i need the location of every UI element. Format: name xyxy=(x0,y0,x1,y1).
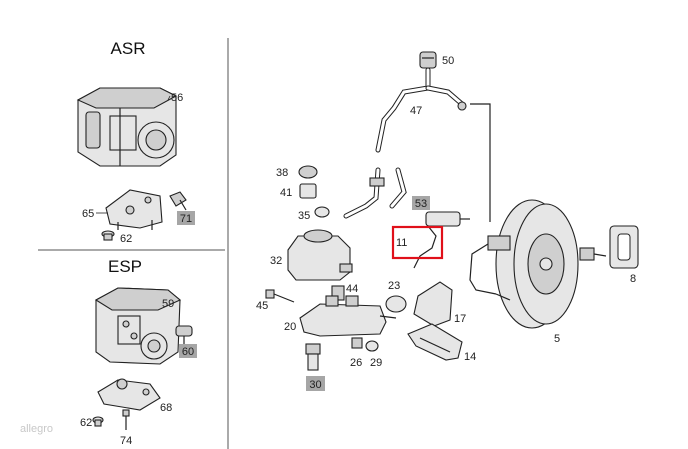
vacuum-line xyxy=(470,103,491,222)
label-29: 29 xyxy=(370,357,382,369)
label-26: 26 xyxy=(350,357,362,369)
part-53-hose-assembly xyxy=(343,167,407,219)
label-8: 8 xyxy=(630,273,636,285)
part-30-pressure-sensor xyxy=(305,343,321,371)
label-50: 50 xyxy=(442,55,454,67)
part-45-bolt xyxy=(265,289,295,303)
label-56: 56 xyxy=(171,92,183,104)
esp-grommet xyxy=(92,416,104,427)
part-47-vacuum-hose xyxy=(375,67,467,153)
label-44: 44 xyxy=(346,283,358,295)
label-47: 47 xyxy=(410,105,422,117)
label-74: 74 xyxy=(120,435,132,447)
label-45: 45 xyxy=(256,300,268,312)
label-11: 11 xyxy=(396,237,407,249)
label-box-71 xyxy=(177,211,195,225)
label-38: 38 xyxy=(276,167,288,179)
esp-bolt xyxy=(122,409,130,430)
part-50-cap xyxy=(419,51,437,69)
asr-title: ASR xyxy=(111,39,146,58)
label-23: 23 xyxy=(388,280,400,292)
part-14-bracket xyxy=(407,323,463,361)
label-5: 5 xyxy=(554,333,560,345)
label-59: 59 xyxy=(162,298,174,310)
watermark: allegro xyxy=(20,423,53,435)
asr-bolt xyxy=(169,191,187,211)
part-32-reservoir xyxy=(287,229,353,281)
label-60: 60 xyxy=(182,346,194,358)
esp-hydraulic-unit xyxy=(94,287,182,365)
label-20: 20 xyxy=(284,321,296,333)
part-11-lead xyxy=(413,225,437,269)
part-8-seal xyxy=(609,225,639,269)
part-41-filter xyxy=(299,183,317,199)
label-62-esp: 62 xyxy=(80,417,92,429)
label-71: 71 xyxy=(180,213,192,225)
label-box-60 xyxy=(179,344,197,358)
label-62-asr: 62 xyxy=(120,233,132,245)
label-35: 35 xyxy=(298,210,310,222)
label-32: 32 xyxy=(270,255,282,267)
label-box-53 xyxy=(412,196,430,210)
part-23-o-ring xyxy=(385,295,407,313)
part-20-master-cylinder xyxy=(299,295,397,337)
label-65: 65 xyxy=(82,208,94,220)
label-41: 41 xyxy=(280,187,292,199)
part-38-cap xyxy=(298,165,318,179)
label-53: 53 xyxy=(415,198,427,210)
esp-title: ESP xyxy=(108,257,142,276)
asr-bracket xyxy=(105,189,163,230)
highlight-box-11 xyxy=(391,225,444,260)
asr-hydraulic-unit xyxy=(76,87,178,167)
asr-grommet xyxy=(101,230,115,241)
label-box-30 xyxy=(306,376,325,391)
esp-bracket xyxy=(97,378,161,411)
label-14: 14 xyxy=(464,351,476,363)
part-5-brake-booster xyxy=(469,199,607,329)
part-26-plug xyxy=(351,337,363,349)
vacuum-sensor xyxy=(425,211,470,227)
esp-sensor xyxy=(175,325,193,344)
label-68: 68 xyxy=(160,402,172,414)
part-17-gasket xyxy=(413,281,453,327)
label-17: 17 xyxy=(454,313,466,325)
label-30: 30 xyxy=(309,379,321,391)
part-29-washer xyxy=(365,340,379,352)
part-35-seal xyxy=(314,206,330,218)
